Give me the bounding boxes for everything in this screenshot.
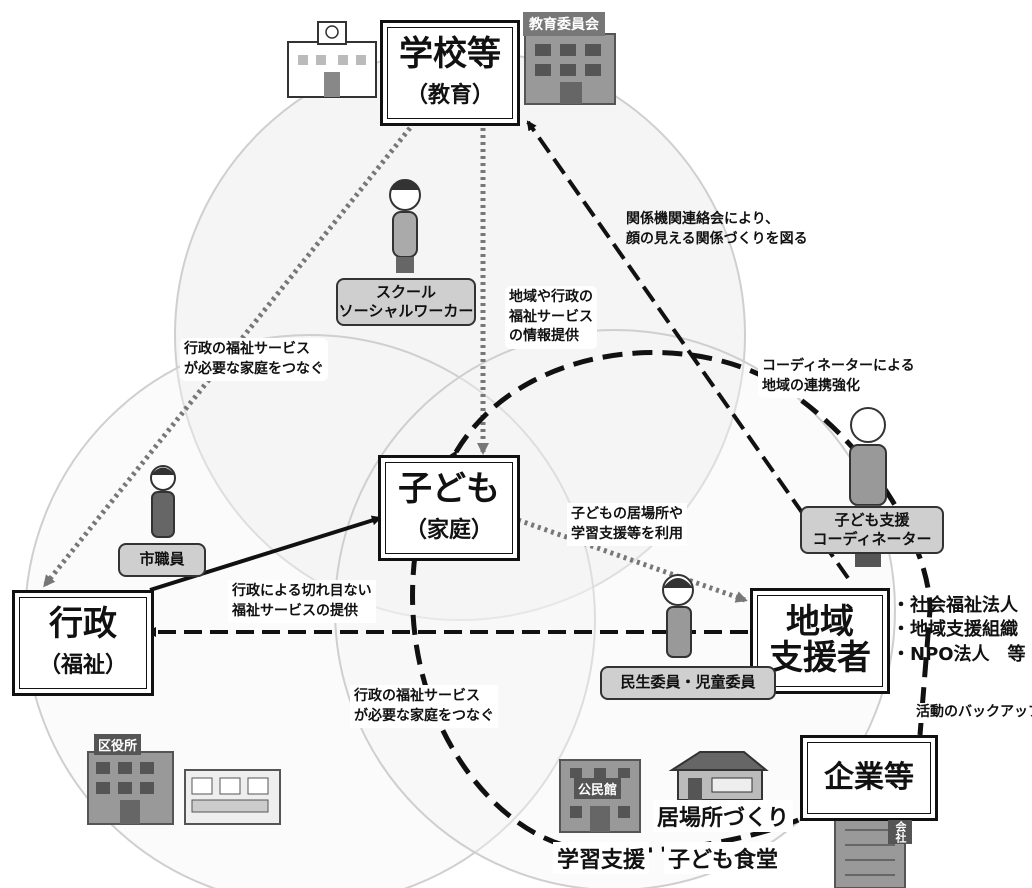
label-connect-top-line1: 行政の福祉サービス	[184, 341, 310, 357]
label-liaison-line2: 顔の見える関係づくりを図る	[626, 230, 808, 247]
school-social-worker-person-icon	[389, 179, 421, 273]
label-connect-bottom: 行政の福祉サービス が必要な家庭をつなぐ	[350, 685, 498, 729]
node-admin: 行政 （福祉）	[12, 590, 154, 696]
activity-study-support: 学習支援	[553, 842, 650, 874]
label-info-line2: 福祉サービス	[509, 308, 593, 325]
label-backup-text: 活動のバックアップ	[916, 704, 1032, 720]
label-connect-top-line2: が必要な家庭をつなぐ	[184, 360, 324, 377]
node-community-title-line1: 地域	[786, 602, 854, 643]
node-child-title: 子ども	[398, 469, 500, 510]
node-admin-sub: （福祉）	[38, 652, 127, 678]
activity-gathering-place: 居場所づくり	[653, 800, 794, 832]
label-coord-strength: コーディネーターによる 地域の連携強化	[758, 355, 919, 399]
role-ssw: スクール ソーシャルワーカー	[336, 278, 476, 326]
arrow-admin-to-child	[149, 515, 382, 592]
label-info-line1: 地域や行政の	[509, 289, 593, 305]
school-building-icon	[287, 21, 377, 98]
arrow-community-school	[526, 120, 850, 580]
role-city-staff: 市職員	[118, 543, 206, 577]
sign-board-of-education: 教育委員会	[523, 12, 605, 36]
node-community-title-line2: 支援者	[769, 638, 871, 678]
label-liaison-line1: 関係機関連絡会により、	[626, 211, 780, 227]
role-coordinator: 子ども支援 コーディネーター	[800, 506, 944, 554]
role-coordinator-line1: 子ども支援	[834, 510, 910, 529]
sign-ward-office: 区役所	[94, 734, 142, 755]
board-of-education-building-icon	[524, 33, 616, 105]
role-welfare-commissioner-label: 民生委員・児童委員	[620, 673, 756, 692]
label-connect-bottom-line1: 行政の福祉サービス	[354, 688, 480, 704]
gathering-house-icon	[668, 751, 769, 801]
ward-office-building-icon	[87, 751, 281, 825]
label-connect-bottom-line2: が必要な家庭をつなぐ	[354, 707, 494, 724]
role-ssw-line2: ソーシャルワーカー	[338, 302, 474, 320]
node-school-title: 学校等	[399, 34, 501, 75]
label-seamless-line2: 福祉サービスの提供	[232, 602, 358, 619]
sign-community-hall: 公民館	[574, 778, 622, 799]
node-child-sub: （家庭）	[404, 517, 493, 543]
role-coordinator-line2: コーディネーター	[812, 530, 932, 548]
label-use-line2: 学習支援等を利用	[571, 525, 683, 542]
label-use: 子どもの居場所や 学習支援等を利用	[567, 503, 687, 547]
role-ssw-line1: スクール	[375, 282, 436, 301]
activity-childrens-cafeteria: 子ども食堂	[664, 842, 783, 874]
community-member-item: ・NPO法人 等	[892, 643, 1026, 665]
city-staff-person-icon	[150, 465, 176, 538]
node-company-title: 企業等	[824, 760, 914, 796]
label-connect-top: 行政の福祉サービス が必要な家庭をつなぐ	[180, 338, 328, 382]
role-welfare-commissioner: 民生委員・児童委員	[600, 666, 776, 700]
community-hall-building-icon	[559, 759, 641, 833]
label-coord-strength-line1: コーディネーターによる	[762, 358, 915, 374]
label-info-line3: の情報提供	[509, 328, 579, 345]
label-info: 地域や行政の 福祉サービス の情報提供	[505, 286, 597, 349]
label-seamless: 行政による切れ目ない 福祉サービスの提供	[228, 580, 376, 624]
role-city-staff-label: 市職員	[139, 550, 185, 569]
label-liaison: 関係機関連絡会により、 顔の見える関係づくりを図る	[626, 210, 808, 249]
node-school: 学校等 （教育）	[380, 20, 520, 126]
node-admin-title: 行政	[49, 604, 117, 645]
sign-company: 会社	[888, 820, 912, 844]
community-member-item: ・地域支援組織	[892, 619, 1018, 641]
node-child: 子ども （家庭）	[378, 455, 520, 561]
label-backup: 活動のバックアップ	[914, 703, 1032, 723]
node-company: 企業等	[800, 735, 938, 821]
arrow-child-to-community	[517, 517, 748, 603]
community-member-item: ・社会福祉法人	[892, 595, 1018, 616]
node-school-sub: （教育）	[405, 82, 494, 108]
label-seamless-line1: 行政による切れ目ない	[232, 583, 372, 599]
welfare-commissioner-person-icon	[662, 574, 694, 658]
community-members-list: ・社会福祉法人 ・地域支援組織 ・NPO法人 等	[892, 594, 1026, 667]
label-coord-strength-line2: 地域の連携強化	[762, 377, 860, 394]
label-use-line1: 子どもの居場所や	[571, 506, 683, 522]
